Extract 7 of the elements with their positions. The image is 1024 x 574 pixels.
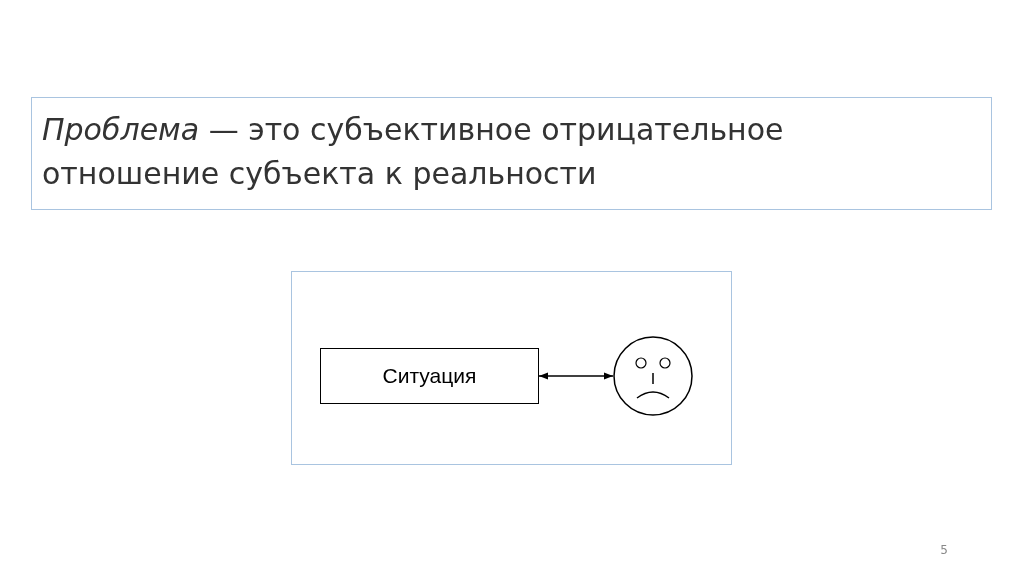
definition-box [31,97,992,210]
double-arrow [538,372,614,380]
situation-box: Ситуация [320,348,539,404]
page-number: 5 [940,543,948,557]
diagram-frame [291,271,732,465]
definition-text: Проблема — это субъективное отрицательное отношение субъекта к реальности [42,111,785,193]
sad-face-icon [613,336,693,416]
